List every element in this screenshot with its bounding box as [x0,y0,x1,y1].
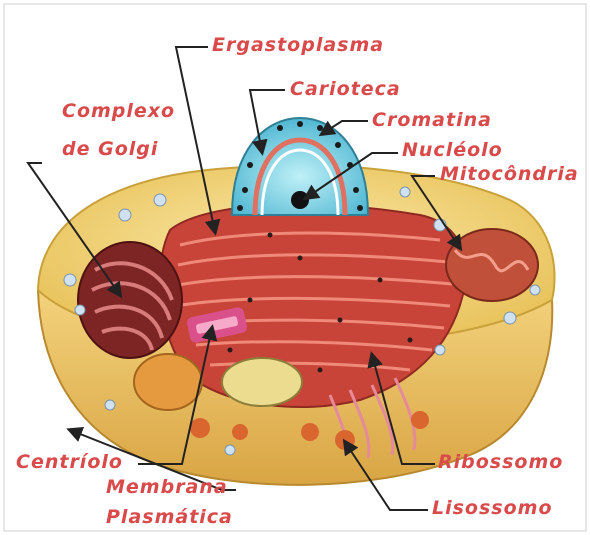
label-mitocondria: Mitocôndria [440,165,579,184]
mitochondria [446,229,538,301]
vacuole [222,358,302,406]
label-nucleolo: Nucléolo [402,141,503,160]
label-ergastoplasma: Ergastoplasma [212,36,384,55]
label-carioteca: Carioteca [290,80,401,99]
lysosome-body [134,354,202,410]
label-de-golgi: de Golgi [62,140,158,159]
nucleus [232,118,368,215]
label-lisossomo: Lisossomo [432,499,553,518]
label-centriolo: Centríolo [16,453,123,472]
golgi-complex [78,242,182,358]
label-cromatina: Cromatina [372,111,492,130]
label-ribossomo: Ribossomo [438,453,563,472]
label-membrana: Membrana [106,478,228,497]
label-plasmatica: Plasmática [106,508,233,527]
label-complexo: Complexo [62,102,175,121]
